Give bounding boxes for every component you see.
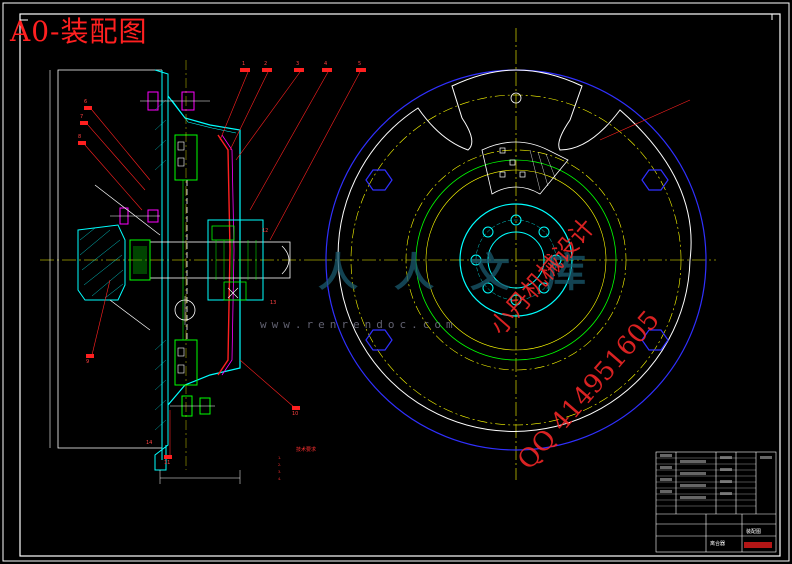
title-block [655, 451, 777, 553]
diameter-dimension [599, 99, 691, 141]
friction-disc-outline [415, 159, 617, 361]
bolt-top [140, 91, 210, 111]
callout-label: 9 [86, 359, 90, 365]
flange-hex-bolts [365, 169, 669, 351]
hub-outer [459, 203, 573, 317]
callout-label: 3 [296, 61, 300, 67]
crankshaft-hub [77, 224, 126, 301]
bolt-pitch-circle [350, 94, 682, 426]
title-block-part-name: 离合器 [710, 541, 726, 547]
tech-note-line: 2. [278, 463, 282, 467]
cover-outline [337, 69, 692, 432]
flywheel-face [154, 69, 169, 471]
callout-label: 6 [84, 99, 88, 105]
clutch-cover [167, 95, 241, 406]
callout-label: 1 [242, 61, 246, 67]
callout-marks [78, 68, 366, 459]
bolt-bottom [170, 395, 215, 417]
top-pin [510, 92, 522, 104]
hub-holes [470, 214, 562, 306]
callout-label: 10 [292, 411, 299, 417]
title-block-fill [660, 454, 772, 499]
tech-note-line: 3. [278, 470, 282, 474]
callout-label: 13 [270, 300, 277, 306]
callout-label: 4 [324, 61, 328, 67]
title-block-drawing-type: 装配图 [746, 529, 762, 535]
drawing-title: A0-装配图 [10, 15, 148, 48]
flywheel-outline [57, 69, 162, 449]
diaphragm-spring [217, 134, 231, 376]
tech-note-line: 1. [278, 456, 282, 460]
callout-label: 12 [262, 228, 269, 234]
release-lever [94, 184, 161, 236]
hub-inner [487, 231, 545, 289]
title-block-rows [656, 457, 756, 507]
inner-border [19, 13, 781, 557]
watermark-logo: 人人文库 [318, 250, 622, 296]
watermark-site: www.renrendoc.com [260, 318, 458, 331]
callout-label: 14 [146, 440, 153, 446]
front-view [318, 28, 716, 480]
flywheel-hatch [154, 99, 167, 431]
tech-note-line: 4. [278, 477, 282, 481]
leader-lines [84, 71, 361, 455]
tech-notes-title: 技术要求 [296, 447, 317, 453]
segment-detail [481, 141, 569, 195]
callout-label: 5 [358, 61, 362, 67]
callout-label: 7 [80, 114, 84, 120]
section-view [40, 60, 320, 484]
callout-label: 8 [78, 134, 82, 140]
callout-label: 11 [164, 460, 171, 466]
logo-mark [744, 542, 772, 548]
callout-label: 2 [264, 61, 268, 67]
